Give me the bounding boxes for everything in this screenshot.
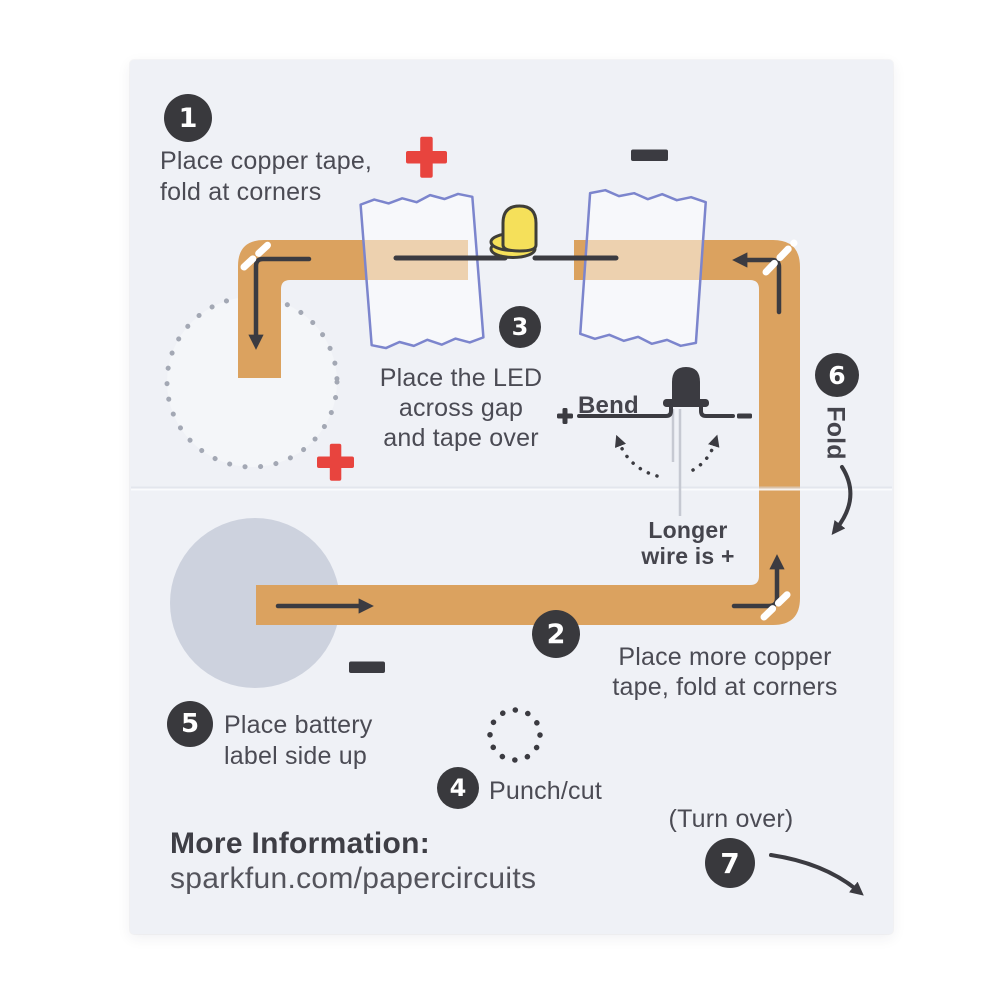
step-5-line1: Place battery <box>224 711 373 739</box>
step-7-label: (Turn over) <box>668 805 794 833</box>
step-1-label: Place copper tape, fold at corners <box>160 146 372 208</box>
step-2-label: Place more copper tape, fold at corners <box>575 642 875 702</box>
step-3-line2: across gap <box>398 394 524 422</box>
longer-wire-line2: wire is + <box>641 543 735 569</box>
step-5-badge: 5 <box>167 701 213 747</box>
step-7-badge: 7 <box>705 838 755 888</box>
step-1-line1: Place copper tape, <box>160 147 373 175</box>
step-2-line2: tape, fold at corners <box>612 673 838 701</box>
step-3-line1: Place the LED <box>379 364 543 392</box>
step-5-line2: label side up <box>224 742 367 770</box>
longer-wire-line1: Longer <box>648 517 728 543</box>
step-1-line2: fold at corners <box>160 178 322 206</box>
step-4-badge: 4 <box>437 767 479 809</box>
step-5-label: Place battery label side up <box>224 710 373 772</box>
step-2-line1: Place more copper <box>618 643 832 671</box>
footer-title: More Information: <box>170 827 431 860</box>
step-4-label: Punch/cut <box>489 777 602 805</box>
step-6-label: Fold <box>821 406 850 460</box>
step-2-badge: 2 <box>532 610 580 658</box>
step-3-label: Place the LED across gap and tape over <box>335 363 587 453</box>
step-3-line3: and tape over <box>383 424 539 452</box>
step-6-badge: 6 <box>815 353 859 397</box>
step-1-badge: 1 <box>164 94 212 142</box>
step-3-badge: 3 <box>499 306 541 348</box>
bend-label: Bend <box>578 392 639 419</box>
footer-url: sparkfun.com/papercircuits <box>170 862 537 895</box>
longer-wire-note: Longer wire is + <box>609 517 767 569</box>
